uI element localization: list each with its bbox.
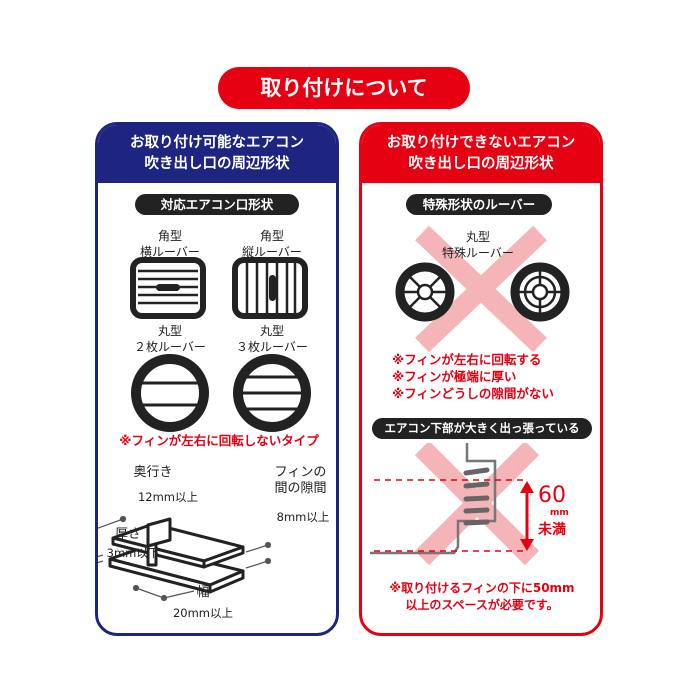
thickness-value: 3mm以下 [106, 546, 160, 560]
square-vertical-louver-icon [232, 257, 308, 319]
round-special-louver-icon [395, 262, 455, 322]
page-title: 取り付けについて [218, 67, 470, 109]
compatible-heading: お取り付け可能なエアコン 吹き出し口の周辺形状 [98, 125, 336, 183]
measure-unit: mm [550, 508, 569, 518]
compatible-note: ※フィンが左右に回転しないタイプ [119, 433, 319, 448]
width-value: 20mm以上 [172, 606, 234, 620]
section-label: 特殊形状のルーバー [406, 194, 552, 215]
depth-value: 12mm以上 [137, 490, 199, 504]
round-special-louver-icon [510, 262, 570, 322]
depth-label: 奥行き [133, 465, 173, 480]
thickness-label: 厚さ [114, 527, 141, 542]
compatible-panel: お取り付け可能なエアコン 吹き出し口の周辺形状 対応エアコン口形状 角型横ルーバ… [95, 122, 339, 636]
section-label: 対応エアコン口形状 [135, 194, 299, 215]
round-2-louver-icon [131, 354, 209, 432]
protruding-aircon-illustration [370, 443, 540, 566]
width-label: 幅 [196, 585, 210, 600]
incompatible-panel: お取り付けできないエアコン 吹き出し口の周辺形状 特殊形状のルーバー 丸型特殊ル… [359, 122, 603, 636]
square-horizontal-louver-icon [130, 257, 206, 319]
incompatible-notes: ※フィンが左右に回転する※フィンが極端に厚い※フィンどうしの隙間がない [392, 352, 554, 401]
special-louver-illustration [395, 225, 570, 353]
gap-label: フィンの間の隙間 [274, 465, 327, 496]
heading-line: お取り付けできないエアコン [386, 135, 576, 151]
section-label: エアコン下部が大きく出っ張っている [372, 418, 592, 439]
heading-line: 吹き出し口の周辺形状 [144, 156, 290, 172]
shape-label: 角型縦ルーバー [242, 229, 302, 259]
measure-value: 60 [538, 483, 566, 508]
special-louver-label: 丸型特殊ルーバー [442, 230, 514, 260]
heading-line: 吹き出し口の周辺形状 [408, 156, 554, 172]
fin-dimension-diagram [98, 515, 272, 602]
gap-value: 8mm以上 [276, 510, 330, 524]
shape-label: 角型横ルーバー [140, 229, 200, 259]
heading-line: お取り付け可能なエアコン [130, 135, 304, 151]
round-3-louver-icon [233, 354, 311, 432]
measure-suffix: 未満 [538, 522, 566, 538]
incompatible-heading: お取り付けできないエアコン 吹き出し口の周辺形状 [362, 125, 600, 183]
